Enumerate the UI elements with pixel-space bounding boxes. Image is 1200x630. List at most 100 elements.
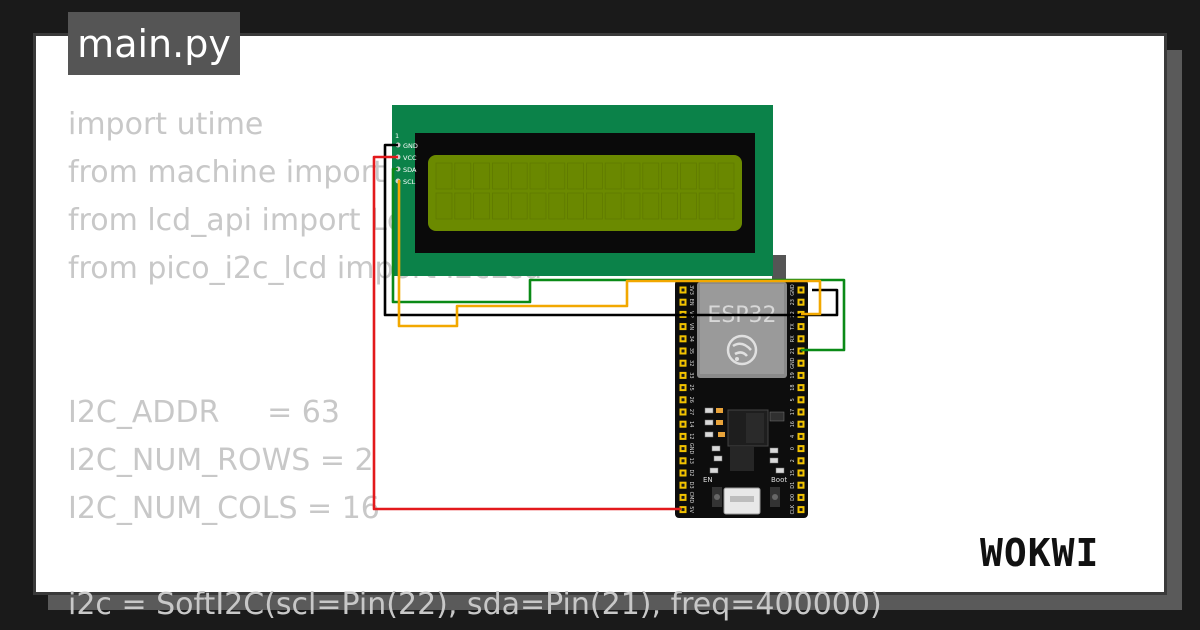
- lcd-char-cell: [623, 162, 641, 190]
- esp32-pin-hole: [799, 471, 803, 475]
- esp32-pin-hole: [799, 410, 803, 414]
- esp32-pin-hole: [681, 300, 685, 304]
- esp32-pin-hole: [799, 325, 803, 329]
- code-line: import utime: [68, 107, 264, 142]
- esp32-pin-hole: [681, 447, 685, 451]
- esp32-pin-label: D2: [688, 469, 694, 476]
- esp32-pin-label: D0: [790, 494, 796, 501]
- esp32-pin-hole: [681, 337, 685, 341]
- smd-resistor: [775, 467, 785, 474]
- esp32-pin-hole: [799, 386, 803, 390]
- code-line: I2C_ADDR = 63: [68, 395, 340, 430]
- esp32-pin-label: 16: [790, 421, 796, 427]
- lcd-char-cell: [623, 192, 641, 220]
- esp32-pin-hole: [799, 300, 803, 304]
- esp32-pin-label: 18: [790, 384, 796, 390]
- lcd-char-cell: [642, 162, 660, 190]
- esp32-pin-label: 12: [688, 433, 694, 439]
- lcd-char-cell: [510, 192, 528, 220]
- lcd-char-cell: [661, 192, 678, 220]
- lcd-char-cell: [454, 192, 472, 220]
- esp32-pin-hole: [799, 483, 803, 487]
- esp32-pin-hole: [681, 373, 685, 377]
- lcd-char-cell: [529, 192, 547, 220]
- file-tab[interactable]: main.py: [68, 12, 240, 75]
- esp32-pin-label: 25: [688, 384, 694, 390]
- lcd-char-cell: [567, 162, 584, 190]
- esp32-pin-hole: [799, 373, 803, 377]
- lcd-char-cell: [698, 192, 716, 220]
- lcd-pin-1-label: 1: [395, 132, 399, 140]
- esp32-pin-hole: [681, 349, 685, 353]
- esp32-pin-hole: [681, 398, 685, 402]
- esp32-pin-hole: [681, 410, 685, 414]
- esp32-module-can: [700, 284, 784, 374]
- esp32-pin-hole: [799, 508, 803, 512]
- smd-resistor: [769, 457, 779, 464]
- esp32-pin-hole: [681, 508, 685, 512]
- lcd-char-cell: [717, 162, 735, 190]
- code-line: i2c = SoftI2C(scl=Pin(22), sda=Pin(21), …: [68, 587, 882, 622]
- esp32-pin-label: 23: [790, 299, 796, 305]
- wire-gnd[interactable]: [383, 143, 839, 317]
- lcd-char-cell: [661, 162, 678, 190]
- lcd1602[interactable]: 1 GND VCC SDA SCL: [392, 105, 773, 276]
- wire-sda[interactable]: [391, 167, 846, 352]
- esp32-pin-hole: [799, 288, 803, 292]
- wokwi-logo: WOKWI: [980, 531, 1098, 575]
- esp32-pin-hole: [799, 422, 803, 426]
- regulator-tab: [746, 413, 764, 443]
- lcd-pin-sda-label: SDA: [403, 166, 417, 174]
- esp32-pin-label: 21: [790, 348, 796, 354]
- smd-resistor: [709, 467, 719, 474]
- lcd-character-grid: [435, 162, 735, 220]
- lcd-char-cell: [473, 162, 491, 190]
- esp32-pin-hole: [681, 483, 685, 487]
- wire-vcc[interactable]: [372, 155, 681, 511]
- esp32-pin-label: TX: [790, 323, 796, 331]
- esp32-pin-label: 4: [790, 435, 796, 438]
- esp32-pin-label: 0: [790, 447, 796, 450]
- en-label: EN: [703, 476, 713, 484]
- boot-button-cap: [772, 494, 778, 500]
- lcd-pin-scl-label: SCL: [403, 178, 416, 186]
- esp32-pin-hole: [681, 495, 685, 499]
- esp32-pin-hole: [799, 434, 803, 438]
- esp32-pin-label: 5V: [688, 506, 694, 513]
- esp32-pin-hole: [681, 459, 685, 463]
- esp32-board[interactable]: ESP32 EN Boot 3V3ENVPVN34353233252627141…: [675, 280, 808, 518]
- esp32-pin-hole: [799, 361, 803, 365]
- smd-resistor: [704, 407, 714, 414]
- esp32-pin-hole: [799, 447, 803, 451]
- espressif-logo-icon: [726, 334, 758, 366]
- esp32-pin-label: 5: [790, 398, 796, 401]
- smd-resistor: [713, 455, 723, 462]
- esp32-pin-label: VN: [688, 323, 694, 330]
- smd-capacitor: [718, 432, 725, 437]
- lcd-char-cell: [604, 192, 622, 220]
- esp32-pin-hole: [681, 471, 685, 475]
- wire-scl[interactable]: [397, 179, 822, 328]
- lcd-char-cell: [604, 162, 622, 190]
- esp32-pin-label: GND: [688, 443, 694, 455]
- esp32-pin-label: D3: [688, 482, 694, 489]
- esp32-pin-label: CLK: [790, 504, 796, 514]
- code-line: I2C_NUM_ROWS = 2: [68, 443, 374, 478]
- lcd-char-cell: [680, 162, 697, 190]
- esp32-pin-label: 32: [688, 360, 694, 366]
- lcd-char-cell: [435, 162, 453, 190]
- esp32-pin-label: 26: [688, 397, 694, 403]
- esp32-pin-label: 33: [688, 372, 694, 378]
- esp32-pin-label: 35: [688, 348, 694, 354]
- esp32-pin-label: RX: [790, 335, 796, 342]
- smd-resistor: [711, 445, 721, 452]
- lcd-char-cell: [548, 162, 566, 190]
- lcd-char-cell: [717, 192, 735, 220]
- lcd-char-cell: [529, 162, 547, 190]
- esp32-pin-label: GND: [790, 357, 796, 369]
- lcd-pin-gnd-label: GND: [403, 142, 418, 150]
- en-button-cap: [714, 494, 720, 500]
- esp32-pin-label: D1: [790, 482, 796, 489]
- esp32-pin-hole: [681, 434, 685, 438]
